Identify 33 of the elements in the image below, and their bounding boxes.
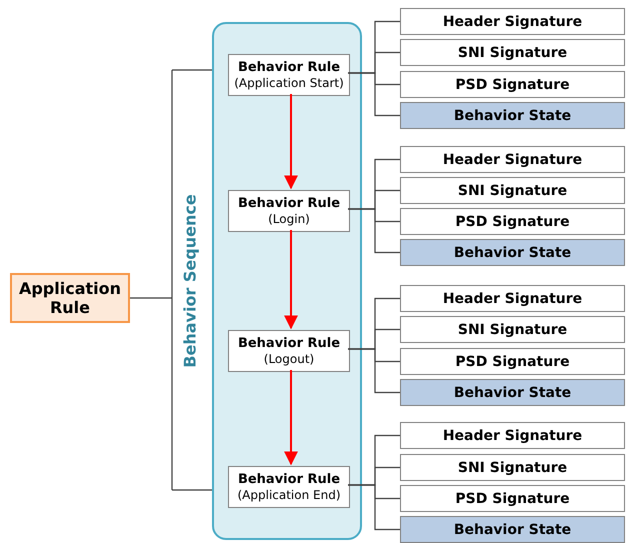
rule-title: Behavior Rule bbox=[238, 472, 340, 488]
arrow bbox=[284, 370, 298, 466]
signature-box: SNI Signature bbox=[400, 177, 625, 204]
connector-line bbox=[348, 348, 400, 394]
arrow bbox=[284, 230, 298, 330]
signature-box: Header Signature bbox=[400, 285, 625, 312]
panel-title: Behavior Sequence bbox=[180, 194, 200, 368]
signature-box: PSD Signature bbox=[400, 348, 625, 375]
rule-subtitle: (Login) bbox=[268, 212, 310, 226]
state-box: Behavior State bbox=[400, 102, 625, 129]
signature-box: Header Signature bbox=[400, 422, 625, 449]
rule-title: Behavior Rule bbox=[238, 60, 340, 76]
arrow bbox=[284, 94, 298, 190]
signature-box: PSD Signature bbox=[400, 71, 625, 98]
signature-box: SNI Signature bbox=[400, 316, 625, 343]
rule-subtitle: (Logout) bbox=[264, 352, 314, 366]
rule-subtitle: (Application End) bbox=[237, 488, 341, 502]
state-box: Behavior State bbox=[400, 516, 625, 543]
rule-subtitle: (Application Start) bbox=[234, 76, 344, 90]
rule-title: Behavior Rule bbox=[238, 336, 340, 352]
connector-line bbox=[348, 484, 400, 530]
rule-title: Behavior Rule bbox=[238, 196, 340, 212]
signature-box: SNI Signature bbox=[400, 39, 625, 66]
state-box: Behavior State bbox=[400, 239, 625, 266]
signature-box: Header Signature bbox=[400, 146, 625, 173]
state-box: Behavior State bbox=[400, 379, 625, 406]
connector-line bbox=[348, 72, 400, 116]
signature-box: SNI Signature bbox=[400, 454, 625, 481]
signature-box: PSD Signature bbox=[400, 208, 625, 235]
signature-box: Header Signature bbox=[400, 8, 625, 35]
connector-line bbox=[129, 69, 213, 491]
signature-box: PSD Signature bbox=[400, 485, 625, 512]
connector-line bbox=[348, 208, 400, 254]
